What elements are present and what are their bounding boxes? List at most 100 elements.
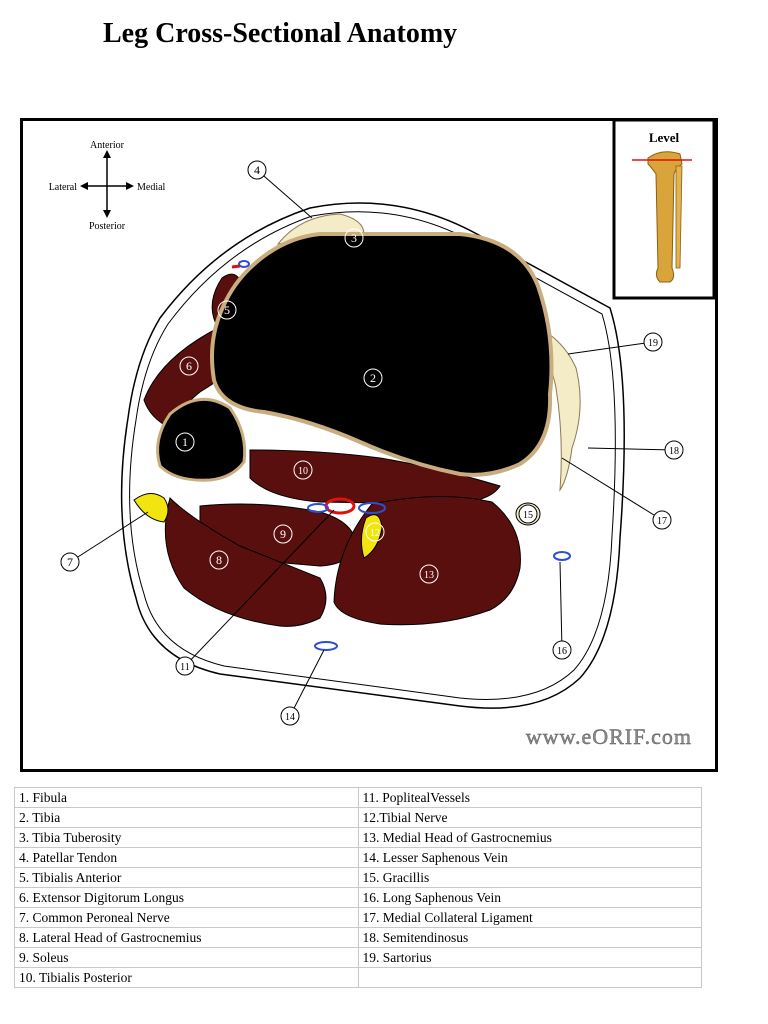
legend-cell-right: 11. PoplitealVessels <box>357 787 702 808</box>
callout-text-2: 2 <box>370 371 376 385</box>
callout-19: 19 <box>643 332 663 352</box>
callout-circle-6 <box>179 356 199 376</box>
callout-text-8: 8 <box>216 553 222 567</box>
callout-text-11: 11 <box>180 662 190 673</box>
callout-text-7: 7 <box>67 555 73 569</box>
callout-text-15: 15 <box>523 510 533 521</box>
callout-circle-1 <box>175 432 195 452</box>
nerve-tibial <box>360 514 383 559</box>
callout-text-1: 1 <box>182 435 188 449</box>
leader-line-16 <box>559 561 563 651</box>
level-inset: Level <box>612 118 716 300</box>
cross-section-diagram: Anterior Posterior Lateral Medial Level <box>20 118 718 772</box>
tibia-icon <box>647 151 683 283</box>
leader-lines <box>69 169 675 717</box>
compass-medial: Medial <box>137 182 166 193</box>
legend-cell-right: 18. Semitendinosus <box>357 927 702 948</box>
muscle-lateral-gastrocnemius <box>164 497 327 627</box>
callout-text-4: 4 <box>254 163 260 177</box>
callout-text-16: 16 <box>557 646 567 657</box>
callout-2: 2 <box>363 368 383 388</box>
callout-14: 14 <box>280 706 300 726</box>
legend-cell-left: 3. Tibia Tuberosity <box>14 827 359 848</box>
callout-text-17: 17 <box>657 516 667 527</box>
fibula-icon <box>675 165 683 269</box>
legend-cell-right: 13. Medial Head of Gastrocnemius <box>357 827 702 848</box>
vessel-popliteal-vein-left <box>307 503 329 513</box>
callout-11: 11 <box>175 656 195 676</box>
callout-circle-2 <box>363 368 383 388</box>
callout-text-5: 5 <box>224 303 230 317</box>
legend-cell-left: 6. Extensor Digitorum Longus <box>14 887 359 908</box>
callout-circle-5 <box>217 300 237 320</box>
callout-18: 18 <box>664 440 684 460</box>
nerve-common-peroneal <box>133 493 169 523</box>
muscle-tibialis-posterior <box>249 449 501 505</box>
watermark: www.eORIF.com <box>526 724 692 749</box>
leader-line-14 <box>289 649 325 717</box>
vessel-popliteal-vein-right <box>358 502 386 514</box>
compass-posterior: Posterior <box>89 221 126 232</box>
callout-text-3: 3 <box>351 231 357 245</box>
callout-text-6: 6 <box>186 359 192 373</box>
callout-text-18: 18 <box>669 446 679 457</box>
callout-circle-10 <box>293 460 313 480</box>
callout-6: 6 <box>179 356 199 376</box>
callout-17: 17 <box>652 510 672 530</box>
callout-text-14: 14 <box>285 712 295 723</box>
callout-16: 16 <box>552 640 572 660</box>
callout-9: 9 <box>273 524 293 544</box>
callout-text-13: 13 <box>424 570 434 581</box>
bone-tibia <box>210 232 554 477</box>
leader-line-4 <box>256 169 313 219</box>
callout-circle-11 <box>175 656 195 676</box>
callout-circle-9 <box>273 524 293 544</box>
callout-4: 4 <box>247 160 267 180</box>
callout-text-10: 10 <box>298 466 308 477</box>
callout-circle-3 <box>344 228 364 248</box>
tendon-sartorius <box>519 319 581 492</box>
vessel-anterior-tibial <box>238 260 250 268</box>
leader-line-7 <box>69 511 149 563</box>
callout-circle-17 <box>652 510 672 530</box>
legend-cell-left: 4. Patellar Tendon <box>14 847 359 868</box>
callout-circle-14 <box>280 706 300 726</box>
callout-circle-4 <box>247 160 267 180</box>
callout-15: 15 <box>518 504 538 524</box>
callout-1: 1 <box>175 432 195 452</box>
legend-row: 10. Tibialis Posterior <box>14 967 702 988</box>
callout-circle-13 <box>419 564 439 584</box>
callout-circle-15 <box>518 504 538 524</box>
vessel-anterior-tibial-artery <box>231 264 241 269</box>
legend-cell-right <box>357 967 702 988</box>
callout-circle-8 <box>209 550 229 570</box>
bone-fibula <box>156 397 247 482</box>
legend-cell-left: 1. Fibula <box>14 787 359 808</box>
leader-line-18 <box>587 447 675 451</box>
callout-circle-16 <box>552 640 572 660</box>
orientation-compass: Anterior Posterior Lateral Medial <box>49 140 166 232</box>
leader-line-17 <box>561 457 663 521</box>
callout-12: 12 <box>365 522 385 542</box>
leader-line-19 <box>567 341 654 355</box>
legend-cell-left: 8. Lateral Head of Gastrocnemius <box>14 927 359 948</box>
vessel-long-saphenous <box>553 551 571 561</box>
legend-cell-right: 15. Gracillis <box>357 867 702 888</box>
legend-cell-left: 5. Tibialis Anterior <box>14 867 359 888</box>
callout-circle-7 <box>60 552 80 572</box>
callout-text-19: 19 <box>648 338 658 349</box>
legend-cell-right: 17. Medial Collateral Ligament <box>357 907 702 928</box>
callout-circle-18 <box>664 440 684 460</box>
leader-line-11 <box>184 509 335 667</box>
legend-cell-left: 10. Tibialis Posterior <box>14 967 359 988</box>
vessel-lesser-saphenous <box>314 641 338 651</box>
callout-10: 10 <box>293 460 313 480</box>
